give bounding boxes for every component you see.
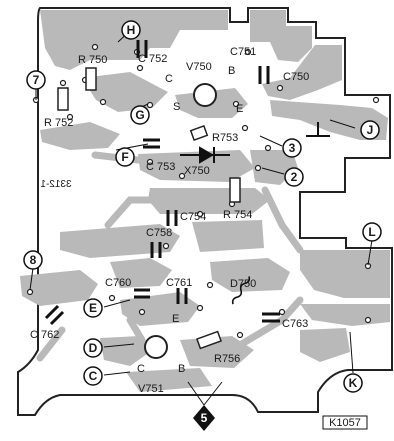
- connector-c: C: [89, 369, 98, 383]
- resistor-bodies: [57, 67, 241, 350]
- pin-v750-b: B: [228, 65, 235, 77]
- label-r756: R756: [214, 353, 240, 365]
- connector-markers: [23, 20, 382, 393]
- label-c753: C 753: [146, 161, 175, 173]
- solder-pads: [26, 43, 380, 339]
- connector-8: 8: [30, 253, 37, 267]
- connector-j: J: [367, 123, 374, 137]
- label-c758: C758: [146, 227, 172, 239]
- connector-5: 5: [201, 411, 208, 425]
- label-r754: R 754: [223, 209, 252, 221]
- pin-v751-b: B: [178, 363, 185, 375]
- label-r750: R 750: [78, 54, 107, 66]
- transistor-v750-body: [193, 83, 217, 107]
- figure-ref: K1057: [329, 417, 361, 429]
- label-c761: C761: [166, 277, 192, 289]
- label-c762: C 762: [30, 329, 59, 341]
- pin-v750-e: E: [236, 103, 243, 115]
- connector-g: G: [135, 108, 144, 122]
- label-d750: D750: [230, 278, 256, 290]
- label-r753: R753: [212, 132, 238, 144]
- label-v750: V750: [186, 61, 212, 73]
- pin-v750-s: S: [173, 101, 180, 113]
- pin-v751-c: C: [137, 363, 145, 375]
- label-c750: C750: [283, 71, 309, 83]
- label-v751: V751: [138, 383, 164, 395]
- connector-labels: H 7 G F 3 2 J 8 E D C K L 5: [30, 23, 376, 425]
- transistor-v751-body: [144, 335, 168, 359]
- connector-3: 3: [289, 141, 296, 155]
- ground-symbol: [306, 122, 330, 137]
- thin-traces: [36, 151, 304, 362]
- connector-7: 7: [33, 73, 40, 87]
- figure-ref-box: [322, 415, 368, 430]
- pin-v751-e: E: [172, 313, 179, 325]
- label-c751: C751: [230, 46, 256, 58]
- connector-h: H: [127, 23, 136, 37]
- capacitor-symbols: [44, 40, 280, 326]
- copper-traces: [20, 10, 390, 392]
- connector-d: D: [89, 341, 98, 355]
- diode-x750: [180, 146, 230, 164]
- connector-k: K: [349, 376, 358, 390]
- label-c754: C754: [180, 211, 206, 223]
- connector-5-diamond: [193, 405, 215, 431]
- label-c752: C 752: [138, 53, 167, 65]
- label-c763: C763: [282, 318, 308, 330]
- pin-v750-c: C: [165, 73, 173, 85]
- connector-l: L: [368, 225, 375, 239]
- board-code: 3312-1: [40, 179, 72, 190]
- label-r752: R 752: [44, 117, 73, 129]
- coil-d750: [231, 276, 251, 305]
- label-x750: X750: [184, 165, 210, 177]
- connector-e: E: [89, 301, 97, 315]
- label-c760: C760: [105, 277, 131, 289]
- connector-2: 2: [291, 170, 298, 184]
- connector-f: F: [121, 150, 128, 164]
